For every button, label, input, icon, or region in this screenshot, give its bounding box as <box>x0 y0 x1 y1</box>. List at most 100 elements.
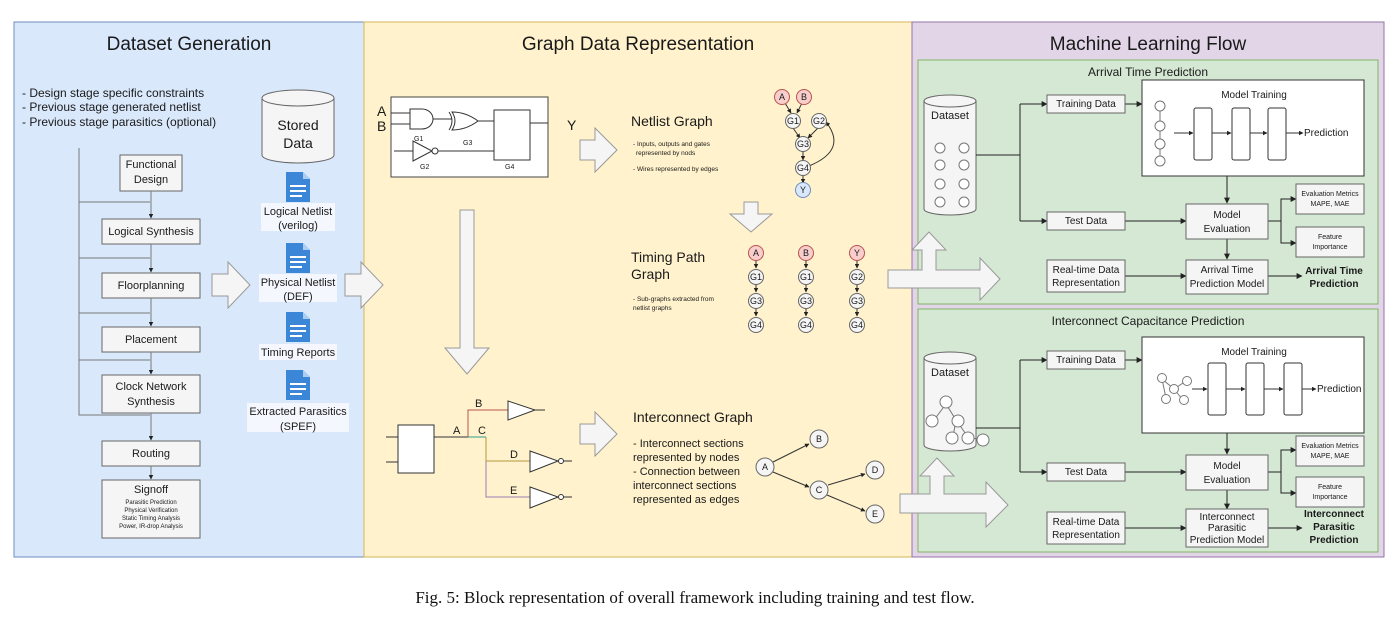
ic-prediction-model-label-2: Parasitic <box>1208 523 1246 534</box>
signoff-item-2: Physical Verification <box>124 508 177 514</box>
tp2-label-g1: G1 <box>800 272 812 282</box>
ic-training-data-label: Training Data <box>1056 355 1116 366</box>
node-g2-label: G2 <box>813 116 825 126</box>
arrival-training-data-box <box>1046 94 1126 114</box>
placement-label: Placement <box>125 334 177 346</box>
ic-node-c <box>809 480 829 500</box>
interconnect-graph-title: Interconnect Graph <box>633 409 753 425</box>
block-arrow-flow-to-data <box>211 260 251 310</box>
ic-feature-importance-label-1: Feature <box>1318 484 1342 491</box>
circuit-input-b: B <box>377 118 386 134</box>
physical-netlist-label-1: Physical Netlist <box>261 277 336 289</box>
timing-path-3: Y G2 G3 G4 <box>849 245 865 333</box>
bullet-3: - Previous stage parasitics (optional) <box>22 115 216 129</box>
arrival-connectors <box>976 101 1303 279</box>
interconnect-note-3: - Connection between <box>633 466 740 478</box>
arrival-model-training-box <box>1141 79 1365 177</box>
tp1-node-a <box>748 245 764 261</box>
tp1-label-a: A <box>753 248 759 258</box>
timing-path-title-1: Timing Path <box>631 249 705 265</box>
tp3-node-g4 <box>849 317 865 333</box>
arrival-prediction-model-box <box>1185 259 1269 295</box>
ic-output-label-3: Prediction <box>1310 535 1359 546</box>
node-g2 <box>811 113 827 129</box>
tp3-label-g2: G2 <box>851 272 863 282</box>
ic-model-evaluation-label-2: Evaluation <box>1204 475 1251 486</box>
constraint-bullets: - Design stage specific constraints - Pr… <box>22 86 216 129</box>
timing-path-note-2: netlist graphs <box>633 305 672 312</box>
ic-realtime-label-1: Real-time Data <box>1053 517 1120 528</box>
node-g3 <box>795 136 811 152</box>
bullet-2: - Previous stage generated netlist <box>22 100 201 114</box>
arrival-feature-importance-box <box>1295 226 1365 258</box>
clock-network-box <box>101 374 201 414</box>
functional-design-box <box>119 154 183 192</box>
wire-label-b: B <box>475 398 482 410</box>
timing-path-note-1: - Sub-graphs extracted from <box>633 296 714 303</box>
wire-label-d: D <box>510 449 518 461</box>
tp3-node-g3 <box>849 293 865 309</box>
ml-flow-title: Machine Learning Flow <box>1050 34 1247 55</box>
signoff-item-1: Parasitic Prediction <box>125 500 176 506</box>
arrival-feature-importance-label-1: Feature <box>1318 234 1342 241</box>
block-arrow-to-netlist-graph <box>579 126 618 174</box>
arrival-eval-metrics-label-1: Evaluation Metrics <box>1301 191 1359 198</box>
node-y-label: Y <box>800 185 806 195</box>
tp1-label-g3: G3 <box>750 296 762 306</box>
and-gate-g1 <box>409 108 434 130</box>
feedback-line <box>78 148 150 416</box>
netlist-graph-note-3: - Wires represented by edges <box>633 166 719 173</box>
inverter-e <box>529 486 560 509</box>
interconnect-note-5: represented as edges <box>633 494 740 506</box>
ic-prediction-model-box <box>1185 508 1269 548</box>
circuit-schematic <box>390 96 549 178</box>
circuit-g4: G4 <box>505 164 514 171</box>
ic-node-b <box>809 429 829 449</box>
block-arrow-to-arrival-flow <box>887 231 1001 302</box>
netlist-graph-title: Netlist Graph <box>631 113 713 129</box>
arrival-prediction-label: Prediction <box>1304 128 1348 139</box>
tp2-node-g4 <box>798 317 814 333</box>
tp1-label-g4: G4 <box>750 320 762 330</box>
circuit-g1: G1 <box>414 136 423 143</box>
xor-gate-g3 <box>451 111 479 131</box>
block-arrow-down-small <box>728 201 774 233</box>
signoff-item-4: Power, IR-drop Analysis <box>119 524 183 530</box>
arrival-dataset-label: Dataset <box>931 110 969 122</box>
circuit-g2: G2 <box>420 164 429 171</box>
arrival-model-evaluation-label-1: Model <box>1213 210 1240 221</box>
wire-label-e: E <box>510 485 517 497</box>
node-y <box>795 182 811 198</box>
tp2-label-g3: G3 <box>800 296 812 306</box>
ic-nn-layers <box>1192 362 1317 416</box>
routing-box <box>101 440 201 467</box>
timing-path-graphs: A G1 G3 G4 B G1 G3 G4 Y G2 <box>748 245 865 333</box>
ic-node-a <box>755 457 775 477</box>
interconnect-graph-notes: - Interconnect sections represented by n… <box>633 438 744 506</box>
framework-diagram: Dataset Generation Graph Data Representa… <box>13 21 1385 558</box>
circuit-g3: G3 <box>463 140 472 147</box>
bullet-1: - Design stage specific constraints <box>22 86 204 100</box>
inverter-d <box>529 450 560 473</box>
interconnect-note-2: represented by nodes <box>633 452 740 464</box>
floorplanning-box <box>101 272 201 299</box>
arrival-output-label-1: Arrival Time <box>1305 266 1363 277</box>
tp2-node-b <box>798 245 814 261</box>
interconnect-note-1: - Interconnect sections <box>633 438 744 450</box>
arrival-eval-metrics-label-2: MAPE, MAE <box>1311 201 1350 208</box>
arrival-boxes: Training Data Test Data Model Training P… <box>1046 79 1365 295</box>
circuit-labels: A B Y G1 G2 G3 G4 <box>377 103 577 171</box>
arrival-test-data-box <box>1046 211 1126 231</box>
logical-synthesis-box <box>101 218 201 245</box>
ic-training-data-box <box>1046 350 1126 370</box>
arrival-training-data-label: Training Data <box>1056 99 1116 110</box>
netlist-graph-note-2: represented by nods <box>636 150 696 157</box>
interconnect-connectors <box>976 357 1303 531</box>
tp2-label-b: B <box>803 248 809 258</box>
signoff-item-3: Static Timing Analysis <box>122 516 180 522</box>
timing-path-title-2: Graph <box>631 266 670 282</box>
stored-data-label-2: Data <box>283 135 313 151</box>
arrival-nn-layers <box>1174 107 1304 161</box>
block-arrow-data-to-graph <box>344 260 384 310</box>
signoff-box <box>101 479 201 539</box>
